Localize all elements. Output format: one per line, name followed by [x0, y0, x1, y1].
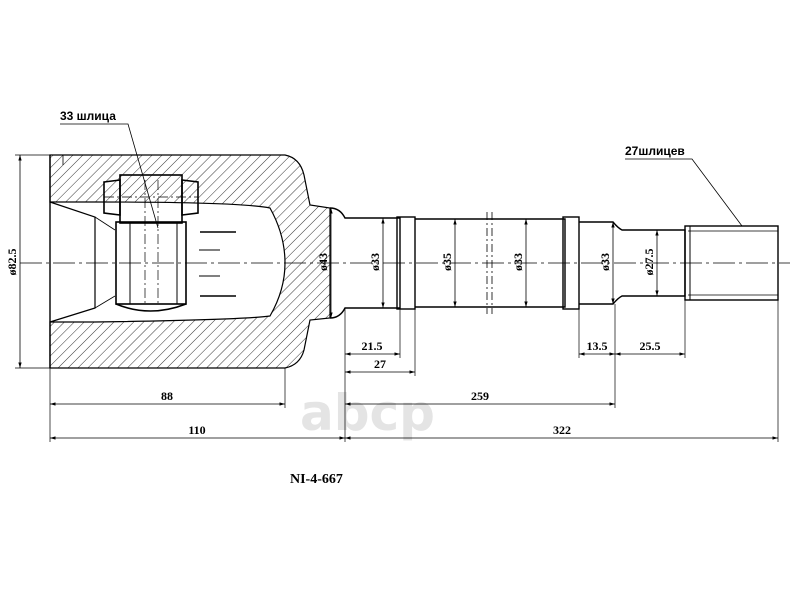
len-27: 27: [374, 357, 386, 371]
dia-shaft-d: ø33: [598, 253, 612, 271]
tripod-hub: [103, 174, 236, 312]
extension-lines: [49, 300, 779, 442]
callout-leaders: [60, 123, 743, 229]
dia-end: ø27.5: [642, 249, 656, 276]
dia-shaft-c: ø33: [511, 253, 525, 271]
length-lines: [50, 352, 778, 440]
len-110: 110: [188, 423, 205, 437]
dia-shaft-b: ø35: [440, 253, 454, 271]
watermark-logo: аbср: [300, 384, 435, 442]
housing: [49, 154, 331, 369]
callout-left-splines: 33 шлица: [60, 109, 116, 123]
part-number: NI-4-667: [290, 472, 343, 487]
len-88: 88: [161, 389, 173, 403]
dia-neck: ø43: [316, 253, 330, 271]
len-13-5: 13.5: [587, 339, 608, 353]
len-21-5: 21.5: [362, 339, 383, 353]
shaft: [329, 207, 779, 319]
len-259: 259: [471, 389, 489, 403]
dia-housing: ø82.5: [5, 249, 19, 276]
len-25-5: 25.5: [640, 339, 661, 353]
dia-shaft-a: ø33: [368, 253, 382, 271]
len-322: 322: [553, 423, 571, 437]
diameter-lines: [15, 154, 659, 369]
callout-right-splines: 27шлицев: [625, 144, 685, 158]
